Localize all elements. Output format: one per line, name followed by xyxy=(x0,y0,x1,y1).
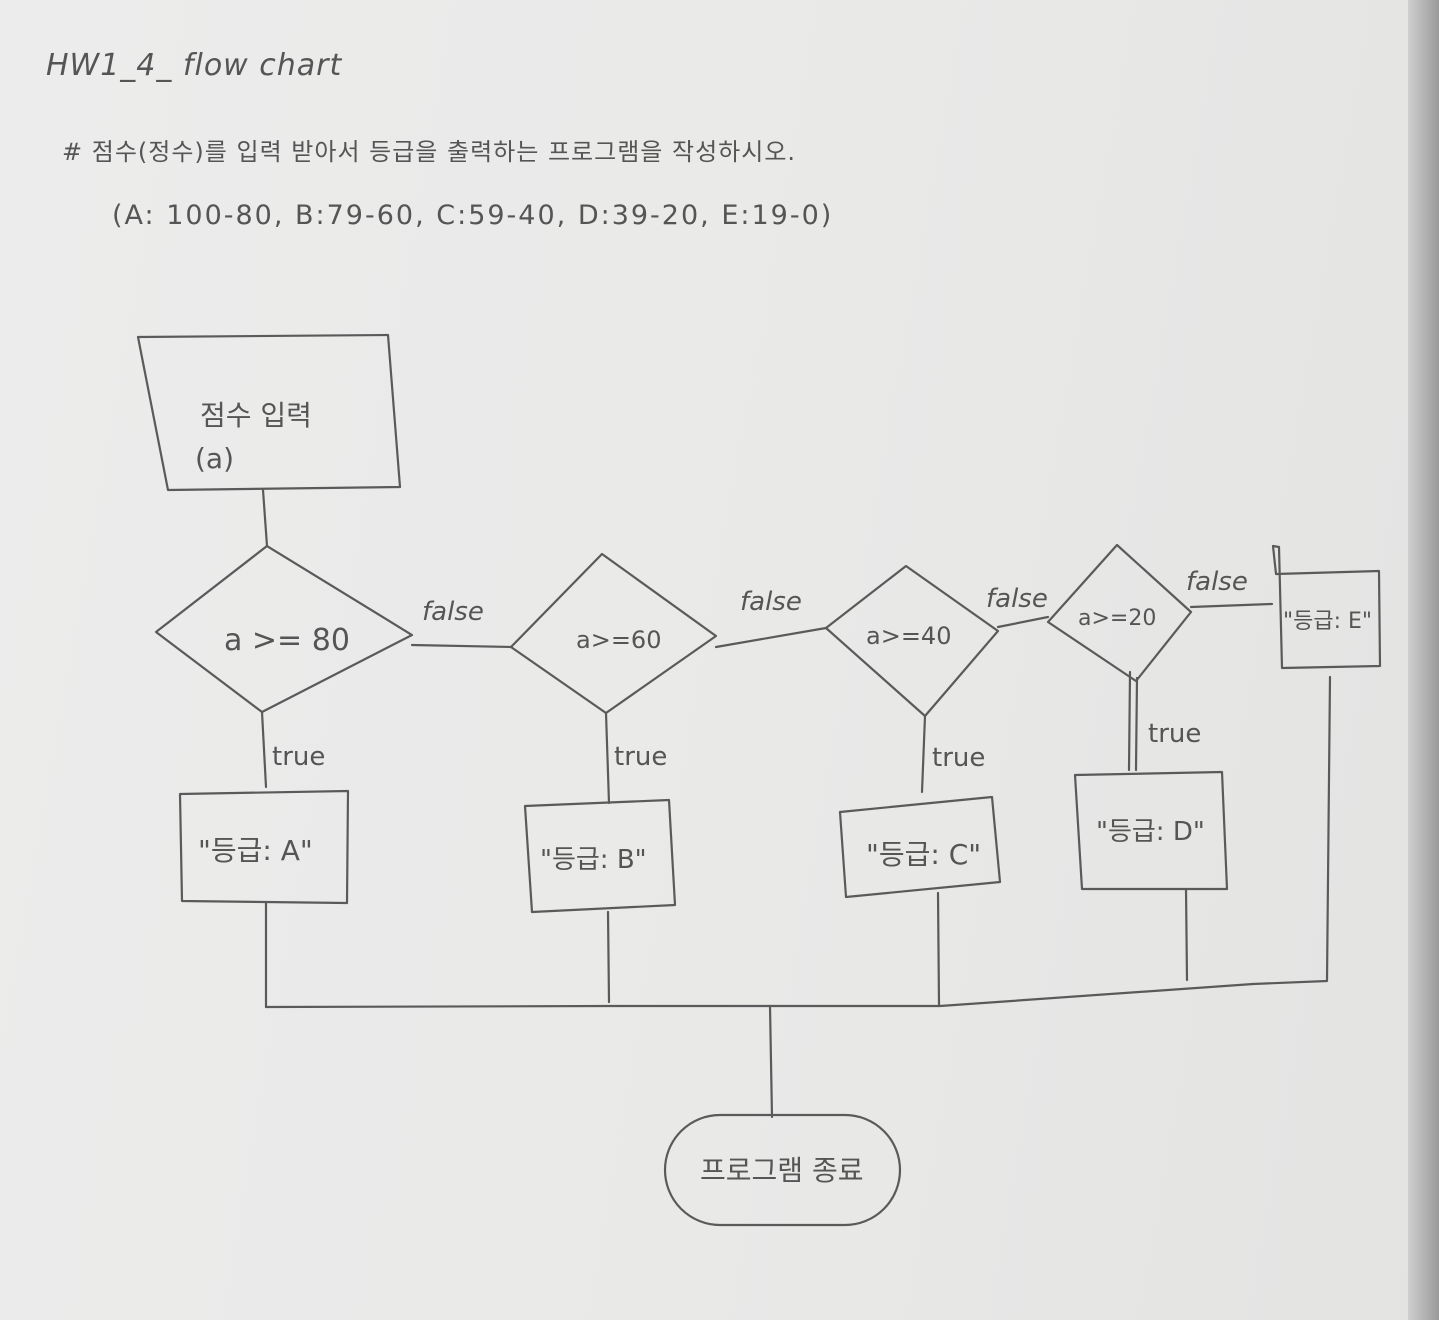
true-connector-4b xyxy=(1134,676,1139,772)
output-box-b: "등급: B" xyxy=(523,798,677,914)
false-connector-1 xyxy=(410,643,513,649)
false-connector-3 xyxy=(996,615,1050,629)
output-box-c: "등급: C" xyxy=(838,795,1002,899)
output-c-text: "등급: C" xyxy=(866,838,981,871)
page-title: HW1_4_ flow chart xyxy=(46,48,343,83)
input-box-variable: (a) xyxy=(195,442,234,475)
false-connector-4 xyxy=(1189,602,1274,609)
false-label-2: false xyxy=(740,587,802,617)
decision-diamond-4: a>=20 xyxy=(1046,543,1193,683)
true-connector-1 xyxy=(260,710,268,789)
true-label-4: true xyxy=(1148,719,1201,749)
merge-bus xyxy=(264,982,1255,1009)
input-box-label: 점수 입력 xyxy=(200,399,312,432)
connector-to-end xyxy=(768,1004,774,1119)
false-label-3: false xyxy=(986,584,1048,614)
decision-4-condition: a>=20 xyxy=(1078,606,1156,631)
true-connector-2 xyxy=(604,711,611,805)
true-connector-3 xyxy=(920,714,927,794)
decision-diamond-2: a>=60 xyxy=(509,552,718,715)
merge-line-c xyxy=(936,891,941,1007)
false-label-4: false xyxy=(1186,567,1248,597)
decision-diamond-3: a>=40 xyxy=(824,564,1000,718)
terminator-end: 프로그램 종료 xyxy=(663,1113,902,1227)
terminator-label: 프로그램 종료 xyxy=(700,1154,863,1187)
false-connector-2 xyxy=(714,626,828,649)
true-connector-4a xyxy=(1127,670,1132,772)
false-label-1: false xyxy=(422,597,484,627)
output-a-text: "등급: A" xyxy=(198,834,313,867)
output-box-d: "등급: D" xyxy=(1073,770,1229,891)
true-label-3: true xyxy=(932,743,985,773)
decision-2-condition: a>=60 xyxy=(576,626,661,654)
decision-1-condition: a >= 80 xyxy=(224,623,350,658)
true-label-1: true xyxy=(272,742,325,772)
output-e-text: "등급: E" xyxy=(1283,609,1372,634)
merge-line-e xyxy=(1251,675,1332,986)
true-label-2: true xyxy=(614,742,667,772)
decision-diamond-1: a >= 80 xyxy=(154,544,414,714)
output-d-text: "등급: D" xyxy=(1096,817,1205,847)
merge-line-b xyxy=(606,910,611,1004)
output-b-text: "등급: B" xyxy=(540,845,647,875)
spiral-binding xyxy=(1408,0,1439,1320)
problem-statement: # 점수(정수)를 입력 받아서 등급을 출력하는 프로그램을 작성하시오. xyxy=(62,138,797,166)
output-box-a: "등급: A" xyxy=(178,789,350,905)
input-box: 점수 입력 (a) xyxy=(136,333,402,492)
merge-line-d xyxy=(1184,887,1189,982)
connector-line xyxy=(261,488,269,548)
output-box-e: "등급: E" xyxy=(1271,544,1382,670)
decision-3-condition: a>=40 xyxy=(866,622,951,650)
grade-ranges: (A: 100-80, B:79-60, C:59-40, D:39-20, E… xyxy=(112,200,834,231)
